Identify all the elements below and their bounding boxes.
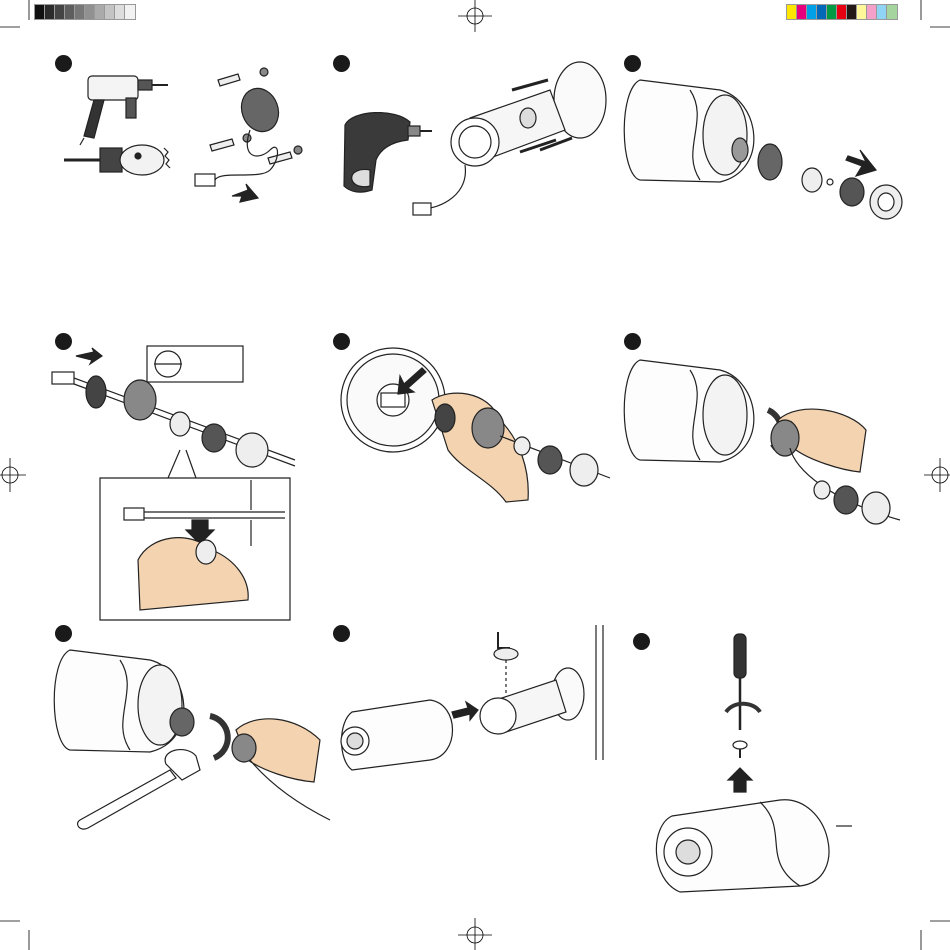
color-swatch	[886, 4, 898, 20]
screwdriver-icon	[726, 634, 760, 730]
screw-icon	[733, 741, 747, 758]
arrow-up-icon	[728, 768, 752, 792]
gray-swatch	[124, 4, 136, 20]
camera-body-icon	[656, 800, 852, 892]
